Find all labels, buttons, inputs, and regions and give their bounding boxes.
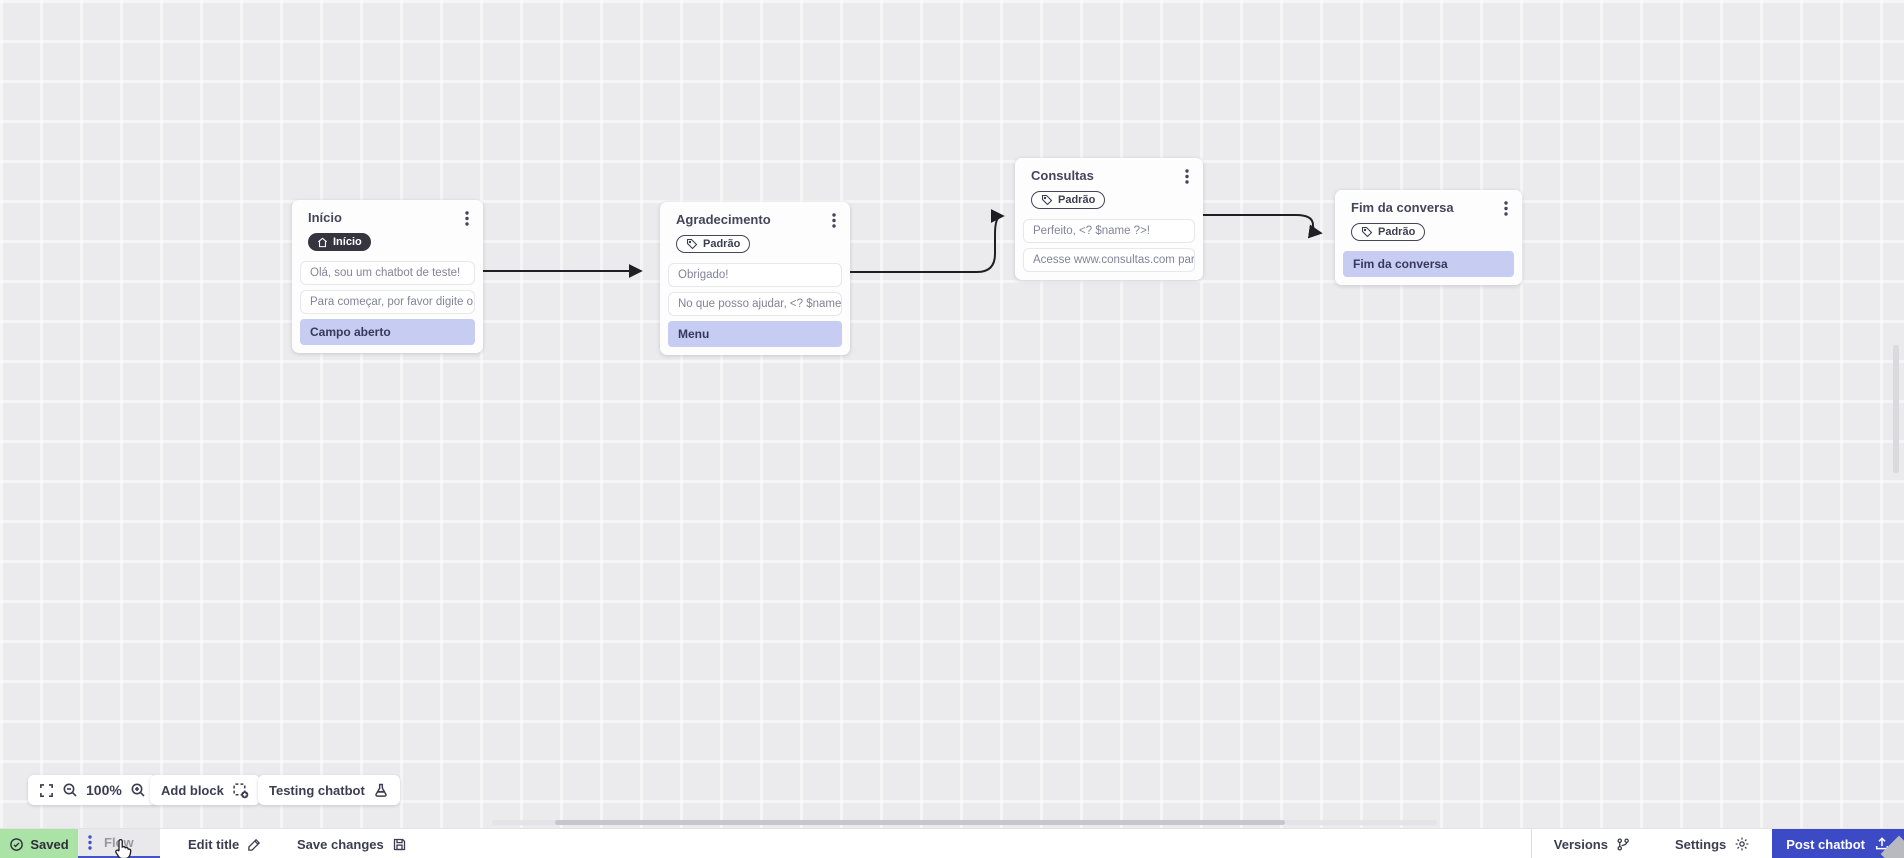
flow-node-inicio[interactable]: Início Início Olá, sou um chatbot de tes…: [292, 200, 483, 353]
node-badge-padrao: Padrão: [1031, 191, 1106, 209]
message-card[interactable]: No que posso ajudar, <? $name ...: [668, 292, 842, 316]
message-card[interactable]: Perfeito, <? $name ?>!: [1023, 219, 1195, 243]
pencil-icon: [248, 838, 261, 851]
vertical-scrollbar-thumb[interactable]: [1893, 345, 1899, 473]
node-title: Consultas: [1031, 168, 1094, 183]
zoom-out-icon: [63, 783, 77, 797]
add-block-button[interactable]: Add block: [150, 775, 260, 805]
home-icon: [318, 237, 327, 247]
zoom-level: 100%: [86, 782, 122, 798]
flow-node-fim-da-conversa[interactable]: Fim da conversa Padrão Fim da conversa: [1335, 190, 1522, 285]
tag-icon: [1041, 194, 1053, 206]
zoom-in-button[interactable]: [130, 782, 146, 798]
flow-canvas[interactable]: Início Início Olá, sou um chatbot de tes…: [0, 0, 1904, 828]
message-card[interactable]: Para começar, por favor digite o ...: [300, 289, 475, 314]
save-changes-button[interactable]: Save changes: [297, 829, 407, 858]
node-menu-button[interactable]: [465, 211, 469, 226]
node-badge-inicio: Início: [308, 233, 371, 251]
add-block-icon: [233, 782, 249, 798]
node-menu-button[interactable]: [1185, 169, 1189, 184]
check-circle-icon: [10, 837, 24, 851]
horizontal-scrollbar-thumb[interactable]: [555, 820, 1285, 825]
edit-title-button[interactable]: Edit title: [188, 829, 262, 858]
drag-handle-icon[interactable]: [88, 835, 92, 850]
flask-icon: [375, 783, 387, 797]
horizontal-scrollbar-track[interactable]: [492, 820, 1437, 825]
node-title: Fim da conversa: [1351, 200, 1454, 215]
save-icon: [393, 838, 405, 850]
kebab-icon: [465, 211, 469, 226]
question-block[interactable]: Campo aberto: [300, 318, 475, 345]
question-block[interactable]: Menu: [668, 321, 842, 347]
kebab-icon: [1185, 169, 1189, 184]
zoom-toolbar: 100%: [28, 775, 157, 805]
tag-icon: [1361, 226, 1373, 238]
saved-status-badge: Saved: [0, 829, 78, 858]
post-chatbot-button[interactable]: Post chatbot: [1772, 829, 1904, 858]
node-title: Início: [308, 210, 342, 225]
gear-icon: [1735, 837, 1749, 851]
flow-node-agradecimento[interactable]: Agradecimento Padrão Obrigado! No que po…: [660, 202, 850, 355]
node-title: Agradecimento: [676, 212, 771, 227]
connection-wires: [483, 209, 1323, 278]
kebab-icon: [1504, 201, 1508, 216]
message-card[interactable]: Obrigado!: [668, 263, 842, 287]
node-badge-padrao: Padrão: [1351, 223, 1426, 241]
message-card[interactable]: Olá, sou um chatbot de teste!: [300, 260, 475, 285]
wire-agradecimento-consultas: [850, 209, 1005, 273]
statusbar-right-group: Versions Settings Post chatbot: [1530, 829, 1904, 858]
versions-button[interactable]: Versions: [1532, 829, 1653, 858]
fullscreen-icon: [40, 783, 53, 797]
kebab-icon: [832, 213, 836, 228]
flow-node-consultas[interactable]: Consultas Padrão Perfeito, <? $name ?>! …: [1015, 158, 1203, 280]
git-branch-icon: [1617, 837, 1629, 851]
tag-icon: [686, 238, 698, 250]
tab-flow-label: Flow: [104, 835, 134, 850]
node-badge-padrao: Padrão: [676, 235, 751, 253]
zoom-in-icon: [131, 783, 145, 797]
tab-flow[interactable]: Flow: [78, 829, 160, 858]
node-menu-button[interactable]: [1504, 201, 1508, 216]
settings-button[interactable]: Settings: [1653, 829, 1772, 858]
wire-consultas-fim: [1203, 214, 1323, 239]
fullscreen-button[interactable]: [39, 783, 54, 798]
end-block[interactable]: Fim da conversa: [1343, 251, 1514, 277]
testing-chatbot-button[interactable]: Testing chatbot: [258, 775, 400, 805]
bottom-status-bar: Saved Flow Edit title Save changes Versi…: [0, 828, 1904, 858]
node-menu-button[interactable]: [832, 213, 836, 228]
zoom-out-button[interactable]: [62, 782, 78, 798]
message-card[interactable]: Acesse www.consultas.com par...: [1023, 248, 1195, 272]
